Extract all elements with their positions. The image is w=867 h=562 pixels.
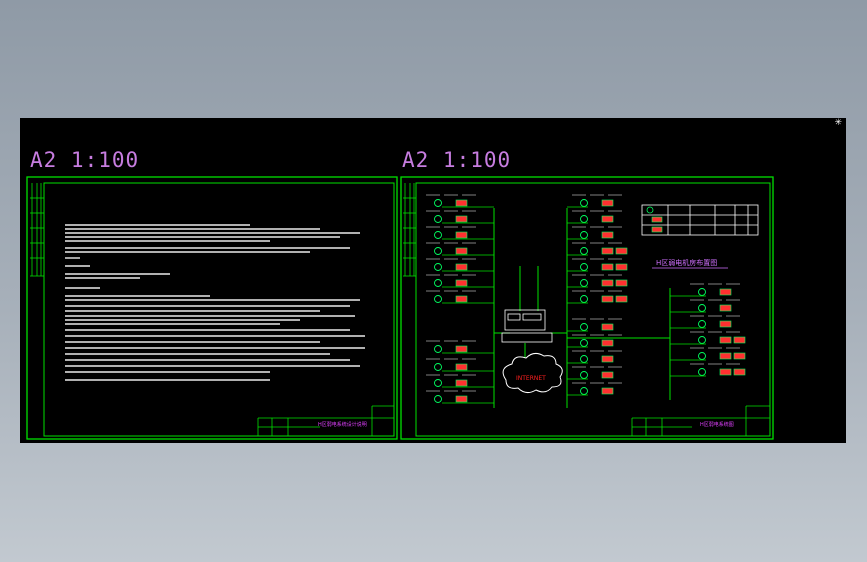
legend-table: [641, 204, 759, 236]
sheet-2-inner-frame: [415, 182, 771, 437]
sheet-1-scale-label: A2 1:100: [30, 148, 140, 172]
device-box: [601, 371, 614, 379]
outlet-symbol: [580, 231, 588, 239]
outlet-symbol: [434, 263, 442, 271]
cursor-crosshair-icon: ✳: [834, 118, 842, 128]
outlet-symbol: [434, 363, 442, 371]
device-box: [601, 339, 614, 347]
sheet-2-outer-frame: [400, 176, 774, 440]
internet-cloud: [502, 352, 563, 394]
device-box: [601, 279, 614, 287]
sheet-1-binding-strip: [30, 183, 44, 277]
outlet-symbol: [580, 339, 588, 347]
sheet-2-title-block: [631, 405, 770, 436]
outlet-symbol: [698, 304, 706, 312]
outlet-symbol: [580, 247, 588, 255]
outlet-symbol: [434, 295, 442, 303]
device-box: [719, 304, 732, 312]
device-box: [455, 379, 468, 387]
device-box: [615, 247, 628, 255]
outlet-symbol: [580, 371, 588, 379]
device-box: [601, 247, 614, 255]
outlet-symbol: [580, 295, 588, 303]
sheet-1: [26, 176, 398, 440]
device-box: [455, 215, 468, 223]
outlet-symbol: [580, 199, 588, 207]
outlet-symbol: [434, 379, 442, 387]
device-box: [615, 263, 628, 271]
device-box: [601, 263, 614, 271]
device-box: [601, 355, 614, 363]
device-box: [615, 295, 628, 303]
outlet-symbol: [580, 323, 588, 331]
network-switch: [501, 309, 553, 343]
outlet-symbol: [580, 279, 588, 287]
device-box: [455, 363, 468, 371]
device-box: [455, 263, 468, 271]
device-box: [719, 368, 732, 376]
device-box: [601, 387, 614, 395]
outlet-symbol: [434, 231, 442, 239]
device-box: [455, 231, 468, 239]
outlet-symbol: [698, 336, 706, 344]
device-box: [601, 323, 614, 331]
sheet-2-title-text: H区弱电系统图: [700, 421, 734, 428]
device-box: [719, 320, 732, 328]
device-box: [733, 352, 746, 360]
cad-drawing-canvas[interactable]: A2 1:100 A2 1:100 ✳ H区弱电系统设计说明: [20, 118, 846, 443]
outlet-symbol: [434, 247, 442, 255]
device-box: [733, 368, 746, 376]
device-box: [455, 247, 468, 255]
cad-drawing-svg: H区弱电系统设计说明: [26, 176, 774, 440]
device-box: [455, 279, 468, 287]
device-box: [719, 352, 732, 360]
sheet-1-outer-frame: [26, 176, 398, 440]
internet-cloud-label: INTERNET: [516, 375, 546, 382]
device-box: [601, 215, 614, 223]
sheet-1-title-block: [257, 405, 394, 436]
outlet-symbol: [434, 215, 442, 223]
device-box: [719, 288, 732, 296]
device-box: [455, 295, 468, 303]
device-box: [455, 395, 468, 403]
device-box: [733, 336, 746, 344]
outlet-symbol: [698, 288, 706, 296]
sheet-1-inner-frame: [43, 182, 395, 437]
legend-symbols: [646, 206, 663, 233]
device-box: [601, 295, 614, 303]
outlet-symbol: [434, 345, 442, 353]
sheet-1-title-text: H区弱电系统设计说明: [318, 421, 367, 428]
device-box: [601, 199, 614, 207]
outlet-symbol: [434, 199, 442, 207]
outlet-symbol: [434, 395, 442, 403]
legend-title: H区弱电机房布置图: [656, 258, 717, 267]
sheet-2-binding-strip: [403, 183, 416, 277]
outlet-symbol: [698, 352, 706, 360]
system-wiring: [493, 208, 671, 408]
outlet-symbol: [698, 368, 706, 376]
device-box: [719, 336, 732, 344]
design-notes-text: [65, 224, 365, 381]
device-rows: [426, 194, 746, 404]
outlet-symbol: [580, 355, 588, 363]
outlet-symbol: [434, 279, 442, 287]
device-box: [455, 199, 468, 207]
outlet-symbol: [580, 215, 588, 223]
sheet-2-scale-label: A2 1:100: [402, 148, 512, 172]
sheet-2: [400, 176, 774, 440]
outlet-symbol: [580, 263, 588, 271]
device-box: [601, 231, 614, 239]
device-box: [455, 345, 468, 353]
device-box: [615, 279, 628, 287]
outlet-symbol: [580, 387, 588, 395]
outlet-symbol: [698, 320, 706, 328]
